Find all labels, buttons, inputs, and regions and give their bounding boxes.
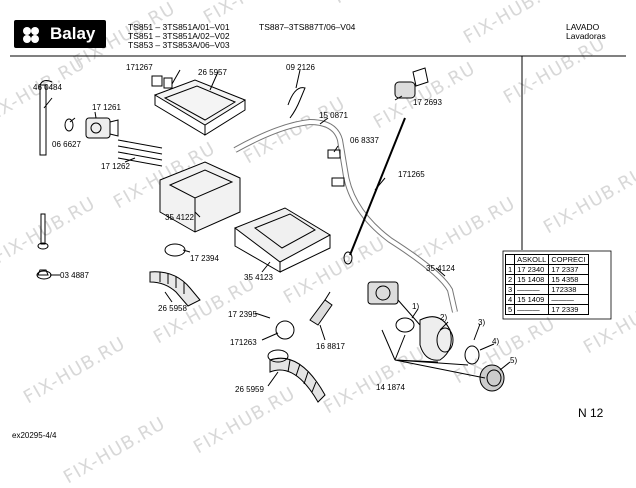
sensor-cylinder-part (309, 291, 333, 326)
exploded-parts-diagram (10, 55, 626, 403)
balay-logo-mark-icon (23, 27, 39, 43)
callout-2: 2) (440, 313, 448, 322)
part-label: 14 1874 (376, 383, 405, 392)
drain-tube-part (37, 80, 53, 276)
table-row: 4 15 1409 ——— (504, 294, 589, 305)
leader-lines (381, 329, 486, 379)
balay-logo: Balay (14, 20, 106, 48)
disc-part (275, 320, 295, 340)
drawer-housing-part (159, 161, 241, 233)
detergent-drawer-part (233, 207, 332, 273)
table-row: 2 15 1408 15 4358 (504, 274, 589, 285)
part-label: 171263 (230, 338, 257, 347)
callout-3: 3) (478, 318, 486, 327)
table-header-cell: ASKOLL (514, 254, 550, 265)
part-label: 26 5957 (198, 68, 227, 77)
part-label: 09 2126 (286, 63, 315, 72)
washer-part (64, 118, 74, 132)
callout-1: 1) (412, 302, 420, 311)
brand-name: Balay (50, 24, 96, 43)
part-label: 171267 (126, 63, 153, 72)
model-line-2: TS851 – 3TS851A/02–V02 (128, 31, 230, 41)
part-label: 17 1261 (92, 103, 121, 112)
top-frame-part (153, 79, 247, 136)
part-label: 35 4123 (244, 273, 273, 282)
bracket-part (287, 87, 306, 119)
part-label: 17 2693 (413, 98, 442, 107)
valve-part (85, 117, 119, 139)
part-label: 06 8337 (350, 136, 379, 145)
callout-4: 4) (492, 337, 500, 346)
table-cell: 15 1409 (514, 294, 550, 305)
connector-part (151, 75, 163, 87)
page-number: N 12 (578, 406, 604, 420)
hose-set-part (117, 139, 163, 167)
table-header-cell (504, 254, 516, 265)
table-cell: ——— (548, 294, 589, 305)
pump-housing-part (419, 316, 454, 361)
part-label: 17 2395 (228, 310, 257, 319)
table-cell: 2 (504, 274, 516, 285)
clip-part (327, 149, 341, 159)
part-label: 26 5958 (158, 304, 187, 313)
part-label: 26 5959 (235, 385, 264, 394)
table-header-cell: COPRECI (548, 254, 589, 265)
pressure-switch-part (394, 67, 429, 99)
table-cell: 4 (504, 294, 516, 305)
part-label: 35 4122 (165, 213, 194, 222)
part-label: 06 6627 (52, 140, 81, 149)
table-cell: 17 2339 (548, 304, 589, 315)
cross-reference-table: ASKOLL COPRECI 1 17 2340 17 2337 2 15 14… (504, 254, 589, 315)
part-label: 171265 (398, 170, 425, 179)
part-label: 15 0871 (319, 111, 348, 120)
lower-hose-part (267, 349, 326, 403)
table-row: 1 17 2340 17 2337 (504, 264, 589, 275)
seal-ring-part (395, 317, 415, 333)
category-title: LAVADO (566, 22, 600, 32)
table-row: 3 ——— 172338 (504, 284, 589, 295)
part-label: 46 0484 (33, 83, 62, 92)
table-row: 5 ——— 17 2339 (504, 304, 589, 315)
table-cell: 1 (504, 264, 516, 275)
model-line-1: TS851 – 3TS851A/01–V01 (128, 22, 230, 32)
part-label: 17 1262 (101, 162, 130, 171)
ring-seal-part (164, 243, 186, 257)
bellows-hose-part (149, 271, 201, 307)
part-label: 17 2394 (190, 254, 219, 263)
part-label: 35 4124 (426, 264, 455, 273)
table-cell: ——— (514, 304, 550, 315)
table-cell: 15 1408 (514, 274, 550, 285)
pump-part (367, 281, 421, 326)
callout-5: 5) (510, 356, 518, 365)
table-header-row: ASKOLL COPRECI (504, 254, 589, 265)
part-label: 16 8817 (316, 342, 345, 351)
table-cell: 3 (504, 284, 516, 295)
table-cell: 5 (504, 304, 516, 315)
table-cell: 17 2337 (548, 264, 589, 275)
table-cell: 172338 (548, 284, 589, 295)
model-line-4: TS887–3TS887T/06–V04 (259, 22, 356, 32)
category-subtitle: Lavadoras (566, 31, 606, 41)
o-ring-part (464, 345, 480, 365)
model-line-3: TS853 – 3TS853A/06–V03 (128, 40, 230, 50)
table-cell: ——— (514, 284, 550, 295)
part-label: 03 4887 (60, 271, 89, 280)
document-code: ex20295-4/4 (12, 431, 57, 440)
table-cell: 15 4358 (548, 274, 589, 285)
filter-cap-part (479, 364, 505, 392)
table-cell: 17 2340 (514, 264, 550, 275)
